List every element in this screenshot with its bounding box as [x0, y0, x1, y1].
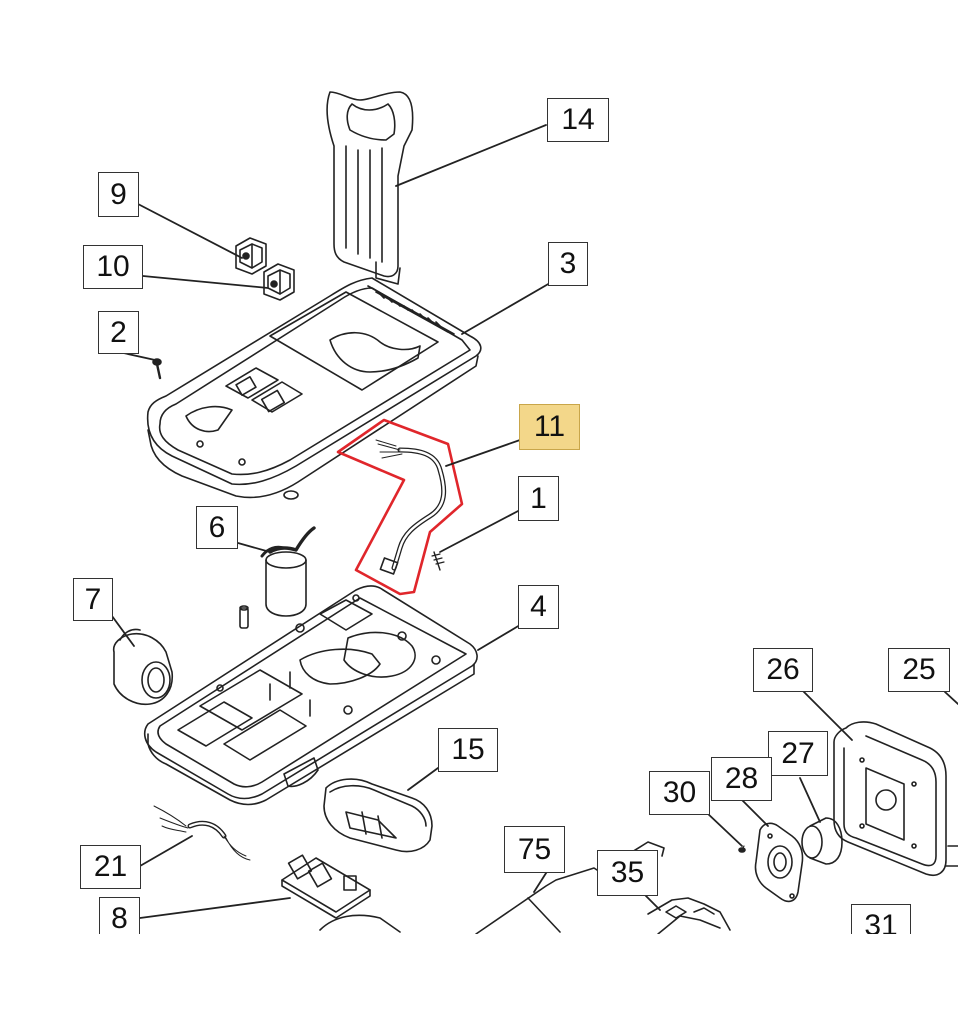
part-9-switch[interactable]	[236, 238, 266, 274]
callout-9[interactable]: 9	[98, 172, 139, 217]
part-2-screw[interactable]	[153, 359, 161, 378]
callout-6[interactable]: 6	[196, 506, 238, 549]
part-1-screw[interactable]	[432, 552, 444, 570]
part-28-gasket[interactable]	[755, 823, 802, 901]
callout-35[interactable]: 35	[597, 850, 658, 896]
leader-lines	[111, 124, 958, 935]
part-11-cable-harness[interactable]	[338, 420, 462, 594]
part-6-capacitor[interactable]	[262, 528, 314, 616]
callout-1[interactable]: 1	[518, 476, 559, 521]
callout-27[interactable]: 27	[768, 731, 828, 776]
part-10-switch[interactable]	[264, 264, 294, 300]
part-8-board[interactable]	[282, 855, 400, 932]
callout-3[interactable]: 3	[548, 242, 588, 286]
callout-2[interactable]: 2	[98, 311, 139, 354]
part-3-top-cover[interactable]	[148, 278, 481, 497]
part-7-bushing[interactable]	[114, 629, 173, 704]
callout-10[interactable]: 10	[83, 245, 143, 289]
part-30-screw[interactable]	[739, 846, 745, 852]
callout-15[interactable]: 15	[438, 728, 498, 772]
callout-7[interactable]: 7	[73, 578, 113, 621]
part-27-cylinder[interactable]	[802, 818, 842, 864]
callout-21[interactable]: 21	[80, 845, 141, 889]
part-35-block[interactable]	[648, 898, 730, 934]
part-4-base-housing[interactable]	[145, 586, 477, 805]
pin	[240, 606, 248, 628]
part-21-cable[interactable]	[154, 806, 250, 860]
callout-75[interactable]: 75	[504, 826, 565, 873]
callout-11[interactable]: 11	[519, 404, 580, 450]
callout-30[interactable]: 30	[649, 771, 710, 815]
callout-26[interactable]: 26	[753, 648, 813, 692]
callout-4[interactable]: 4	[518, 585, 559, 629]
callout-25[interactable]: 25	[888, 648, 950, 692]
part-15-duct[interactable]	[324, 779, 432, 851]
blank-bottom-area	[0, 934, 958, 1024]
callout-8[interactable]: 8	[99, 897, 140, 941]
part-26-panel[interactable]	[834, 722, 958, 875]
part-14-handle[interactable]	[327, 92, 413, 284]
callout-14[interactable]: 14	[547, 98, 609, 142]
o-ring	[283, 490, 299, 500]
callout-28[interactable]: 28	[711, 757, 772, 801]
